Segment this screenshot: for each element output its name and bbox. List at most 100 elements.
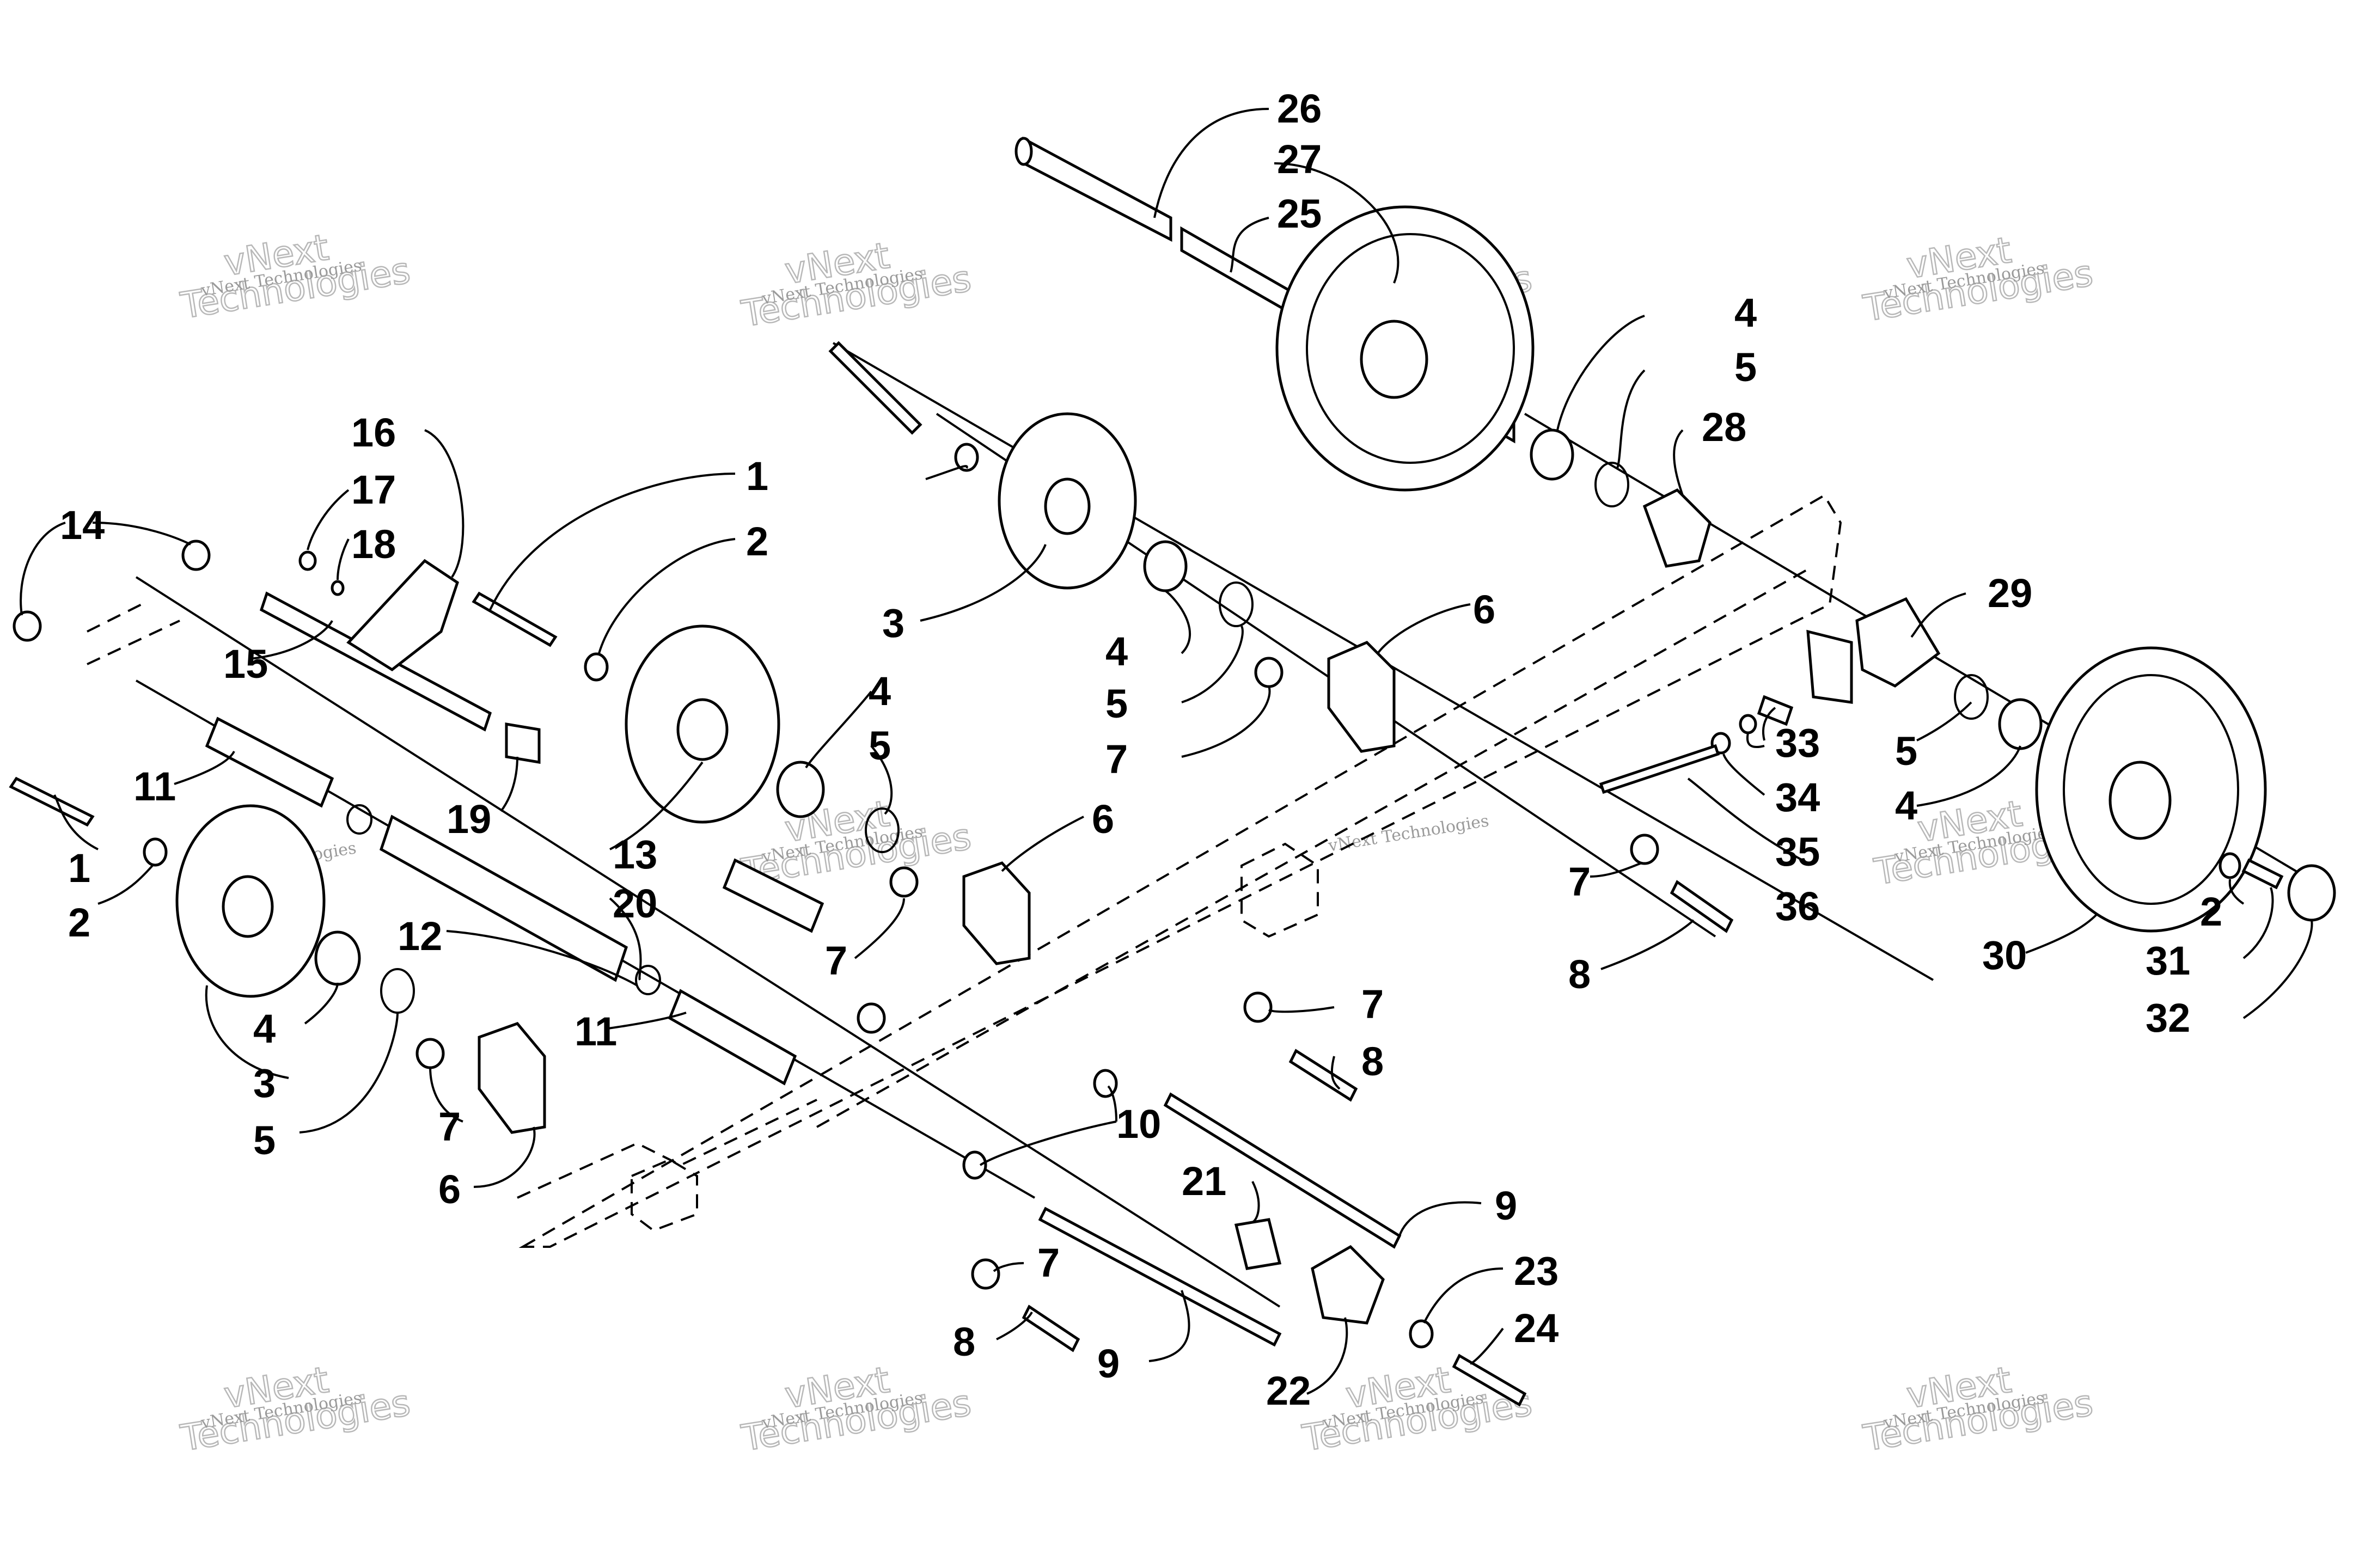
leader-25 xyxy=(1230,217,1269,273)
callout-1-front: 1 xyxy=(68,846,90,891)
part-9-bolt-upper xyxy=(1163,1092,1402,1249)
callout-4-rear: 4 xyxy=(1895,783,1917,828)
part-2-washer-upper xyxy=(954,443,979,472)
callout-5-upper: 5 xyxy=(1734,345,1757,390)
part-1-bolt-upper xyxy=(828,341,922,435)
callout-15: 15 xyxy=(223,641,268,687)
callout-12: 12 xyxy=(398,914,442,959)
part-11-sleeve-lower xyxy=(668,989,797,1086)
leader-1-front xyxy=(53,794,99,850)
part-6-bracket-mid xyxy=(962,861,1031,965)
part-21-spacer xyxy=(1234,1218,1282,1270)
parts xyxy=(9,136,2336,1407)
part-9-bolt-lower xyxy=(1038,1206,1282,1347)
leader-29 xyxy=(1910,592,1966,638)
callout-7-bottom: 7 xyxy=(1037,1240,1060,1285)
callout-7-front: 7 xyxy=(438,1104,461,1149)
part-4-bearing-rear xyxy=(1998,698,2043,750)
leader-27 xyxy=(1274,162,1399,284)
part-10-washer-upper xyxy=(1093,1069,1118,1098)
part-23-washer xyxy=(1409,1319,1434,1349)
leader-6-upper xyxy=(1377,603,1471,654)
callout-10: 10 xyxy=(1116,1101,1161,1147)
watermark-top-right: vNext Technologies vNext Technologies xyxy=(1860,229,2096,330)
part-17-fitting xyxy=(298,550,317,571)
leader-16 xyxy=(424,429,465,578)
part-1-bolt-mid xyxy=(472,591,558,647)
leader-5-mid-upper xyxy=(1181,626,1244,703)
callout-6-mid: 6 xyxy=(1092,797,1114,842)
callout-36: 36 xyxy=(1775,884,1820,929)
callout-17: 17 xyxy=(351,467,396,512)
rail-outline xyxy=(518,494,1842,1248)
callout-24: 24 xyxy=(1514,1306,1559,1351)
callout-11-upper: 11 xyxy=(133,764,176,809)
leader-3-upper xyxy=(920,544,1047,622)
part-5-ring-mid-upper xyxy=(1219,581,1254,627)
part-31-bolt xyxy=(2241,858,2284,890)
part-22-block xyxy=(1311,1245,1385,1325)
part-29-hub xyxy=(1855,597,1941,688)
part-10-washer-lower xyxy=(962,1150,987,1180)
part-1-bolt-front xyxy=(9,776,95,827)
part-26-shaft xyxy=(1022,136,1172,242)
leader-30 xyxy=(2025,914,2098,954)
part-2-washer-front xyxy=(143,837,168,867)
leader-11-lower xyxy=(604,1012,687,1030)
part-30-wheel-inner xyxy=(2063,674,2239,905)
leader-1-mid xyxy=(489,473,736,610)
watermark-bottom-right-center: vNext Technologies vNext Technologies xyxy=(1299,1358,1535,1460)
callout-2-rear: 2 xyxy=(2200,889,2222,934)
slide-rail-frame xyxy=(87,494,1842,1248)
part-30-wheel-hub xyxy=(2108,761,2172,840)
leader-10-lower xyxy=(979,1120,1117,1166)
watermark-tile-text: vNext Technologies xyxy=(1327,811,1490,855)
watermark-top-center: vNext Technologies vNext Technologies xyxy=(738,234,974,336)
leader-11-upper xyxy=(174,750,235,785)
callout-8-lower-right: 8 xyxy=(1361,1039,1384,1084)
callout-3-front: 3 xyxy=(253,1061,276,1106)
part-19-spacer xyxy=(505,722,541,764)
part-11-sleeve-upper xyxy=(205,716,334,808)
leader-14b xyxy=(92,522,191,546)
part-5-ring-mid xyxy=(865,807,900,853)
callout-2-mid: 2 xyxy=(746,519,768,564)
callout-16: 16 xyxy=(351,410,396,455)
callout-18: 18 xyxy=(351,522,396,567)
part-7-nut-mid-lower xyxy=(857,1002,886,1034)
callout-8-right: 8 xyxy=(1568,952,1591,997)
leader-lines xyxy=(20,108,2313,1395)
callout-3-upper: 3 xyxy=(882,601,904,646)
callout-4-mid-upper: 4 xyxy=(1105,629,1128,674)
part-5-ring-rear xyxy=(1954,674,1989,720)
callout-26: 26 xyxy=(1277,86,1322,131)
rail-bracket-mid xyxy=(1240,842,1319,938)
part-33-spacer xyxy=(1757,695,1794,726)
callout-23: 23 xyxy=(1514,1248,1559,1294)
watermark-bottom-center: vNext Technologies vNext Technologies xyxy=(738,1358,974,1460)
part-7-nut-front xyxy=(415,1038,445,1069)
leader-7-mid xyxy=(854,898,905,959)
callout-31: 31 xyxy=(2146,938,2190,983)
leader-2-upper xyxy=(925,465,968,480)
callout-5-front: 5 xyxy=(253,1118,276,1163)
callout-13: 13 xyxy=(613,832,657,877)
callout-20: 20 xyxy=(613,881,657,926)
part-2-washer-rear xyxy=(2218,852,2241,879)
leader-2-mid xyxy=(598,538,736,654)
callout-4-mid: 4 xyxy=(869,669,891,714)
leader-4-upper xyxy=(1556,315,1645,431)
part-36-bolt xyxy=(1599,744,1720,794)
part-4-bearing-mid-upper xyxy=(1143,540,1188,592)
leader-4-front xyxy=(304,982,339,1025)
leader-8-right xyxy=(1600,919,1695,970)
leader-5-mid xyxy=(870,745,893,815)
callout-8-bottom: 8 xyxy=(953,1319,975,1364)
callout-5-rear: 5 xyxy=(1895,728,1917,774)
callout-6-upper: 6 xyxy=(1473,587,1495,632)
part-27-wheel-hub xyxy=(1360,320,1428,399)
callout-7-right: 7 xyxy=(1568,859,1591,904)
part-4-bearing-front xyxy=(314,930,361,986)
part-27-wheel-rim xyxy=(1306,233,1515,464)
leader-33 xyxy=(1762,707,1776,741)
